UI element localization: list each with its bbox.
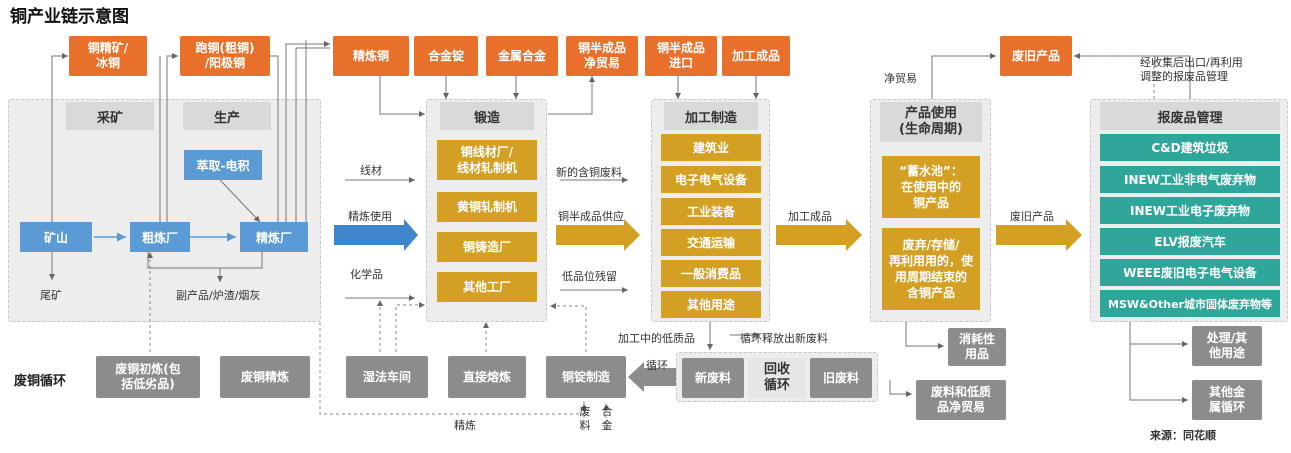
old-scrap-box: 旧废料 bbox=[810, 358, 872, 398]
scrap-item: ELV报废汽车 bbox=[1100, 228, 1280, 255]
cycle-release-label: 循环释放出新废料 bbox=[740, 332, 828, 345]
production-header: 生产 bbox=[183, 102, 271, 130]
treat-other-box: 处理/其 他用途 bbox=[1192, 326, 1262, 366]
refining-label: 精炼 bbox=[454, 419, 476, 432]
smelter-box: 粗炼厂 bbox=[130, 222, 190, 252]
low-in-process-label: 加工中的低质品 bbox=[618, 332, 695, 345]
scrap-item: WEEE废旧电子电气设备 bbox=[1100, 259, 1280, 286]
blister-copper-box: 跑铜(粗铜) /阳极铜 bbox=[180, 36, 270, 76]
scrap-item: C&D建筑垃圾 bbox=[1100, 134, 1280, 161]
scrap-mgmt-header: 报废品管理 bbox=[1100, 102, 1280, 130]
byproducts-label: 副产品/炉渣/烟灰 bbox=[176, 289, 261, 302]
recycle-header: 回收 循环 bbox=[748, 358, 806, 398]
refined-copper-box: 精炼铜 bbox=[333, 36, 409, 76]
refined-use-label: 精炼使用 bbox=[348, 210, 392, 223]
forging-item: 铜铸造厂 bbox=[437, 232, 537, 262]
tailings-label: 尾矿 bbox=[40, 289, 62, 302]
product-use-header: 产品使用 (生命周期) bbox=[880, 102, 982, 142]
chemicals-label: 化学品 bbox=[350, 268, 383, 281]
new-cu-scrap-label: 新的含铜废料 bbox=[556, 166, 622, 179]
sxew-box: 萃取-电积 bbox=[184, 150, 262, 180]
low-residue-label: 低品位残留 bbox=[562, 270, 617, 283]
export-note-label: 经收集后出口/再利用 调整的报废品管理 bbox=[1140, 56, 1243, 83]
mining-production-region bbox=[8, 99, 321, 322]
page-title: 铜产业链示意图 bbox=[10, 7, 129, 27]
processing-item: 建筑业 bbox=[661, 134, 761, 161]
alloy-ingot-box: 合金锭 bbox=[414, 36, 478, 76]
processing-header: 加工制造 bbox=[664, 102, 758, 130]
wire-label: 线材 bbox=[360, 164, 382, 177]
forging-item: 其他工厂 bbox=[437, 272, 537, 302]
scrap-item: INEW工业非电气废弃物 bbox=[1100, 166, 1280, 193]
refinery-box: 精炼厂 bbox=[240, 222, 308, 252]
ingot-make-box: 铜锭制造 bbox=[546, 356, 626, 398]
scrap-product-box: 废旧产品 bbox=[1000, 36, 1072, 76]
processing-item: 工业装备 bbox=[661, 198, 761, 225]
wet-workshop-box: 湿法车间 bbox=[346, 356, 428, 398]
use-item-end-of-life: 废弃/存储/ 再利用用的，使 用周期结束的 含铜产品 bbox=[882, 228, 980, 310]
new-scrap-box: 新废料 bbox=[682, 358, 744, 398]
scrap-goods-label: 废旧产品 bbox=[1010, 210, 1054, 223]
source-label: 来源：同花顺 bbox=[1150, 429, 1216, 442]
processing-item: 一般消费品 bbox=[661, 260, 761, 287]
scrap-vertical-label: 废 料 bbox=[579, 405, 591, 432]
scrap-item: INEW工业电子废弃物 bbox=[1100, 197, 1280, 224]
scrap-item: MSW&Other城市固体废弃物等 bbox=[1100, 290, 1280, 317]
cycle-label: 循环 bbox=[646, 359, 668, 372]
processing-item: 电子电气设备 bbox=[661, 166, 761, 193]
copper-concentrate-box: 铜精矿/ 冰铜 bbox=[69, 36, 147, 76]
semi-supply-label: 铜半成品供应 bbox=[558, 210, 624, 223]
finished-goods-label: 加工成品 bbox=[788, 210, 832, 223]
semi-trade-box: 铜半成品 净贸易 bbox=[566, 36, 638, 76]
mine-box: 矿山 bbox=[20, 222, 92, 252]
other-metal-box: 其他金 属循环 bbox=[1192, 380, 1262, 420]
metal-alloy-box: 金属合金 bbox=[486, 36, 558, 76]
mining-header: 采矿 bbox=[66, 102, 154, 130]
processing-item: 交通运输 bbox=[661, 229, 761, 256]
consumables-box: 消耗性 用品 bbox=[948, 328, 1006, 366]
forging-item: 黄铜轧制机 bbox=[437, 192, 537, 222]
alloy-vertical-label: 合 金 bbox=[601, 405, 613, 432]
direct-melt-box: 直接熔炼 bbox=[448, 356, 526, 398]
use-item-reservoir: “蓄水池”： 在使用中的 铜产品 bbox=[882, 156, 980, 218]
fire-refine-box: 废铜初炼(包 括低劣品) bbox=[96, 356, 200, 398]
scrap-cycle-label: 废铜循环 bbox=[14, 374, 67, 389]
finished-product-box: 加工成品 bbox=[722, 36, 790, 76]
forging-item: 铜线材厂/ 线材轧制机 bbox=[437, 140, 537, 180]
forging-header: 锻造 bbox=[440, 102, 534, 130]
net-trade-label: 净贸易 bbox=[884, 72, 917, 85]
scrap-trade-box: 废料和低质 品净贸易 bbox=[916, 380, 1006, 420]
semi-import-box: 铜半成品 进口 bbox=[645, 36, 717, 76]
processing-item: 其他用途 bbox=[661, 291, 761, 318]
scrap-refine-box: 废铜精炼 bbox=[220, 356, 310, 398]
